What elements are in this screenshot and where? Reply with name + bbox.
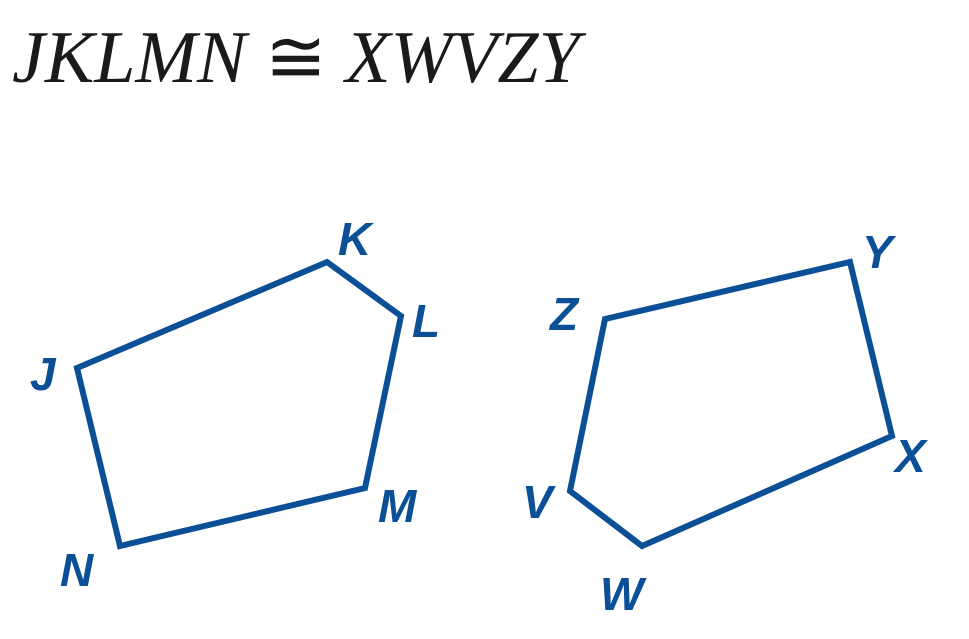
polygon-2-name: XWVZY [345, 17, 580, 99]
polygon-xwvzy [566, 258, 896, 550]
congruence-statement: JKLMN ≅ XWVZY [12, 14, 580, 101]
congruent-symbol: ≅ [264, 17, 327, 99]
label-k: K [338, 213, 374, 265]
label-z: Z [548, 288, 580, 340]
label-l: L [412, 295, 440, 347]
label-m: M [378, 480, 418, 532]
label-w: W [600, 568, 647, 620]
label-x: X [892, 430, 928, 482]
label-j: J [30, 348, 57, 400]
polygon-1-name: JKLMN [12, 17, 247, 99]
label-n: N [60, 544, 94, 596]
polygon-jklmn [73, 258, 405, 550]
label-v: V [522, 476, 556, 528]
label-y: Y [862, 226, 897, 278]
